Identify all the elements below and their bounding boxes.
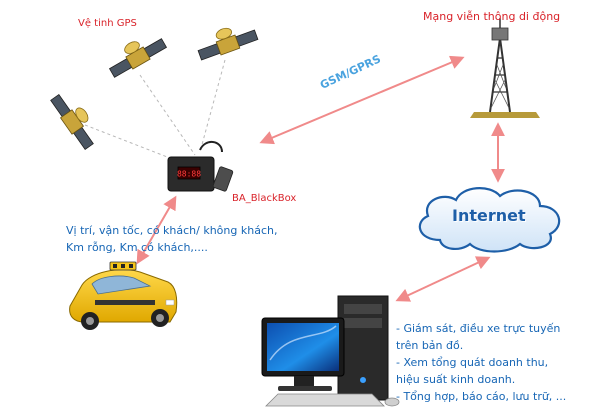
signal-line-2	[199, 59, 226, 153]
service-line: - Xem tổng quát doanh thu,	[396, 356, 549, 369]
gprs-link-arrow	[259, 55, 465, 145]
gps-satellite-icon	[108, 38, 168, 78]
taxi-info-line: Km rỗng, Km có khách,....	[66, 241, 208, 254]
gps-satellite-icon	[50, 94, 94, 150]
gps-satellites-label: Vệ tinh GPS	[78, 18, 137, 29]
internet-label: Internet	[452, 206, 526, 225]
gps-satellite-icon	[197, 27, 259, 61]
device-display-readout: 88:88	[177, 170, 201, 179]
satellite-signal-lines	[84, 59, 226, 161]
internet-cloud-icon	[418, 187, 561, 253]
service-line: hiệu suất kinh doanh.	[396, 373, 516, 386]
signal-line-3	[84, 124, 176, 161]
blackbox-device-icon: 88:88	[167, 141, 234, 192]
blackbox-label: BA_BlackBox	[232, 193, 297, 204]
taxi-data-description: Vị trí, vận tốc, có khách/ không khách, …	[66, 222, 277, 256]
cell-tower-icon	[470, 18, 540, 118]
computer-workstation-icon	[261, 295, 400, 407]
taxi-car-icon	[69, 261, 178, 330]
service-line: trên bản đồ.	[396, 339, 464, 352]
device-taxi-arrow	[136, 195, 177, 265]
service-line: - Tổng hợp, báo cáo, lưu trữ, ...	[396, 390, 567, 403]
internet-computer-arrow	[395, 256, 491, 302]
taxi-info-line: Vị trí, vận tốc, có khách/ không khách,	[66, 224, 278, 237]
signal-line-1	[139, 74, 196, 156]
mobile-network-label: Mạng viễn thông di động	[423, 10, 561, 23]
service-line: - Giám sát, điều xe trực tuyến	[396, 322, 561, 335]
services-description: - Giám sát, điều xe trực tuyến trên bản …	[396, 320, 566, 405]
